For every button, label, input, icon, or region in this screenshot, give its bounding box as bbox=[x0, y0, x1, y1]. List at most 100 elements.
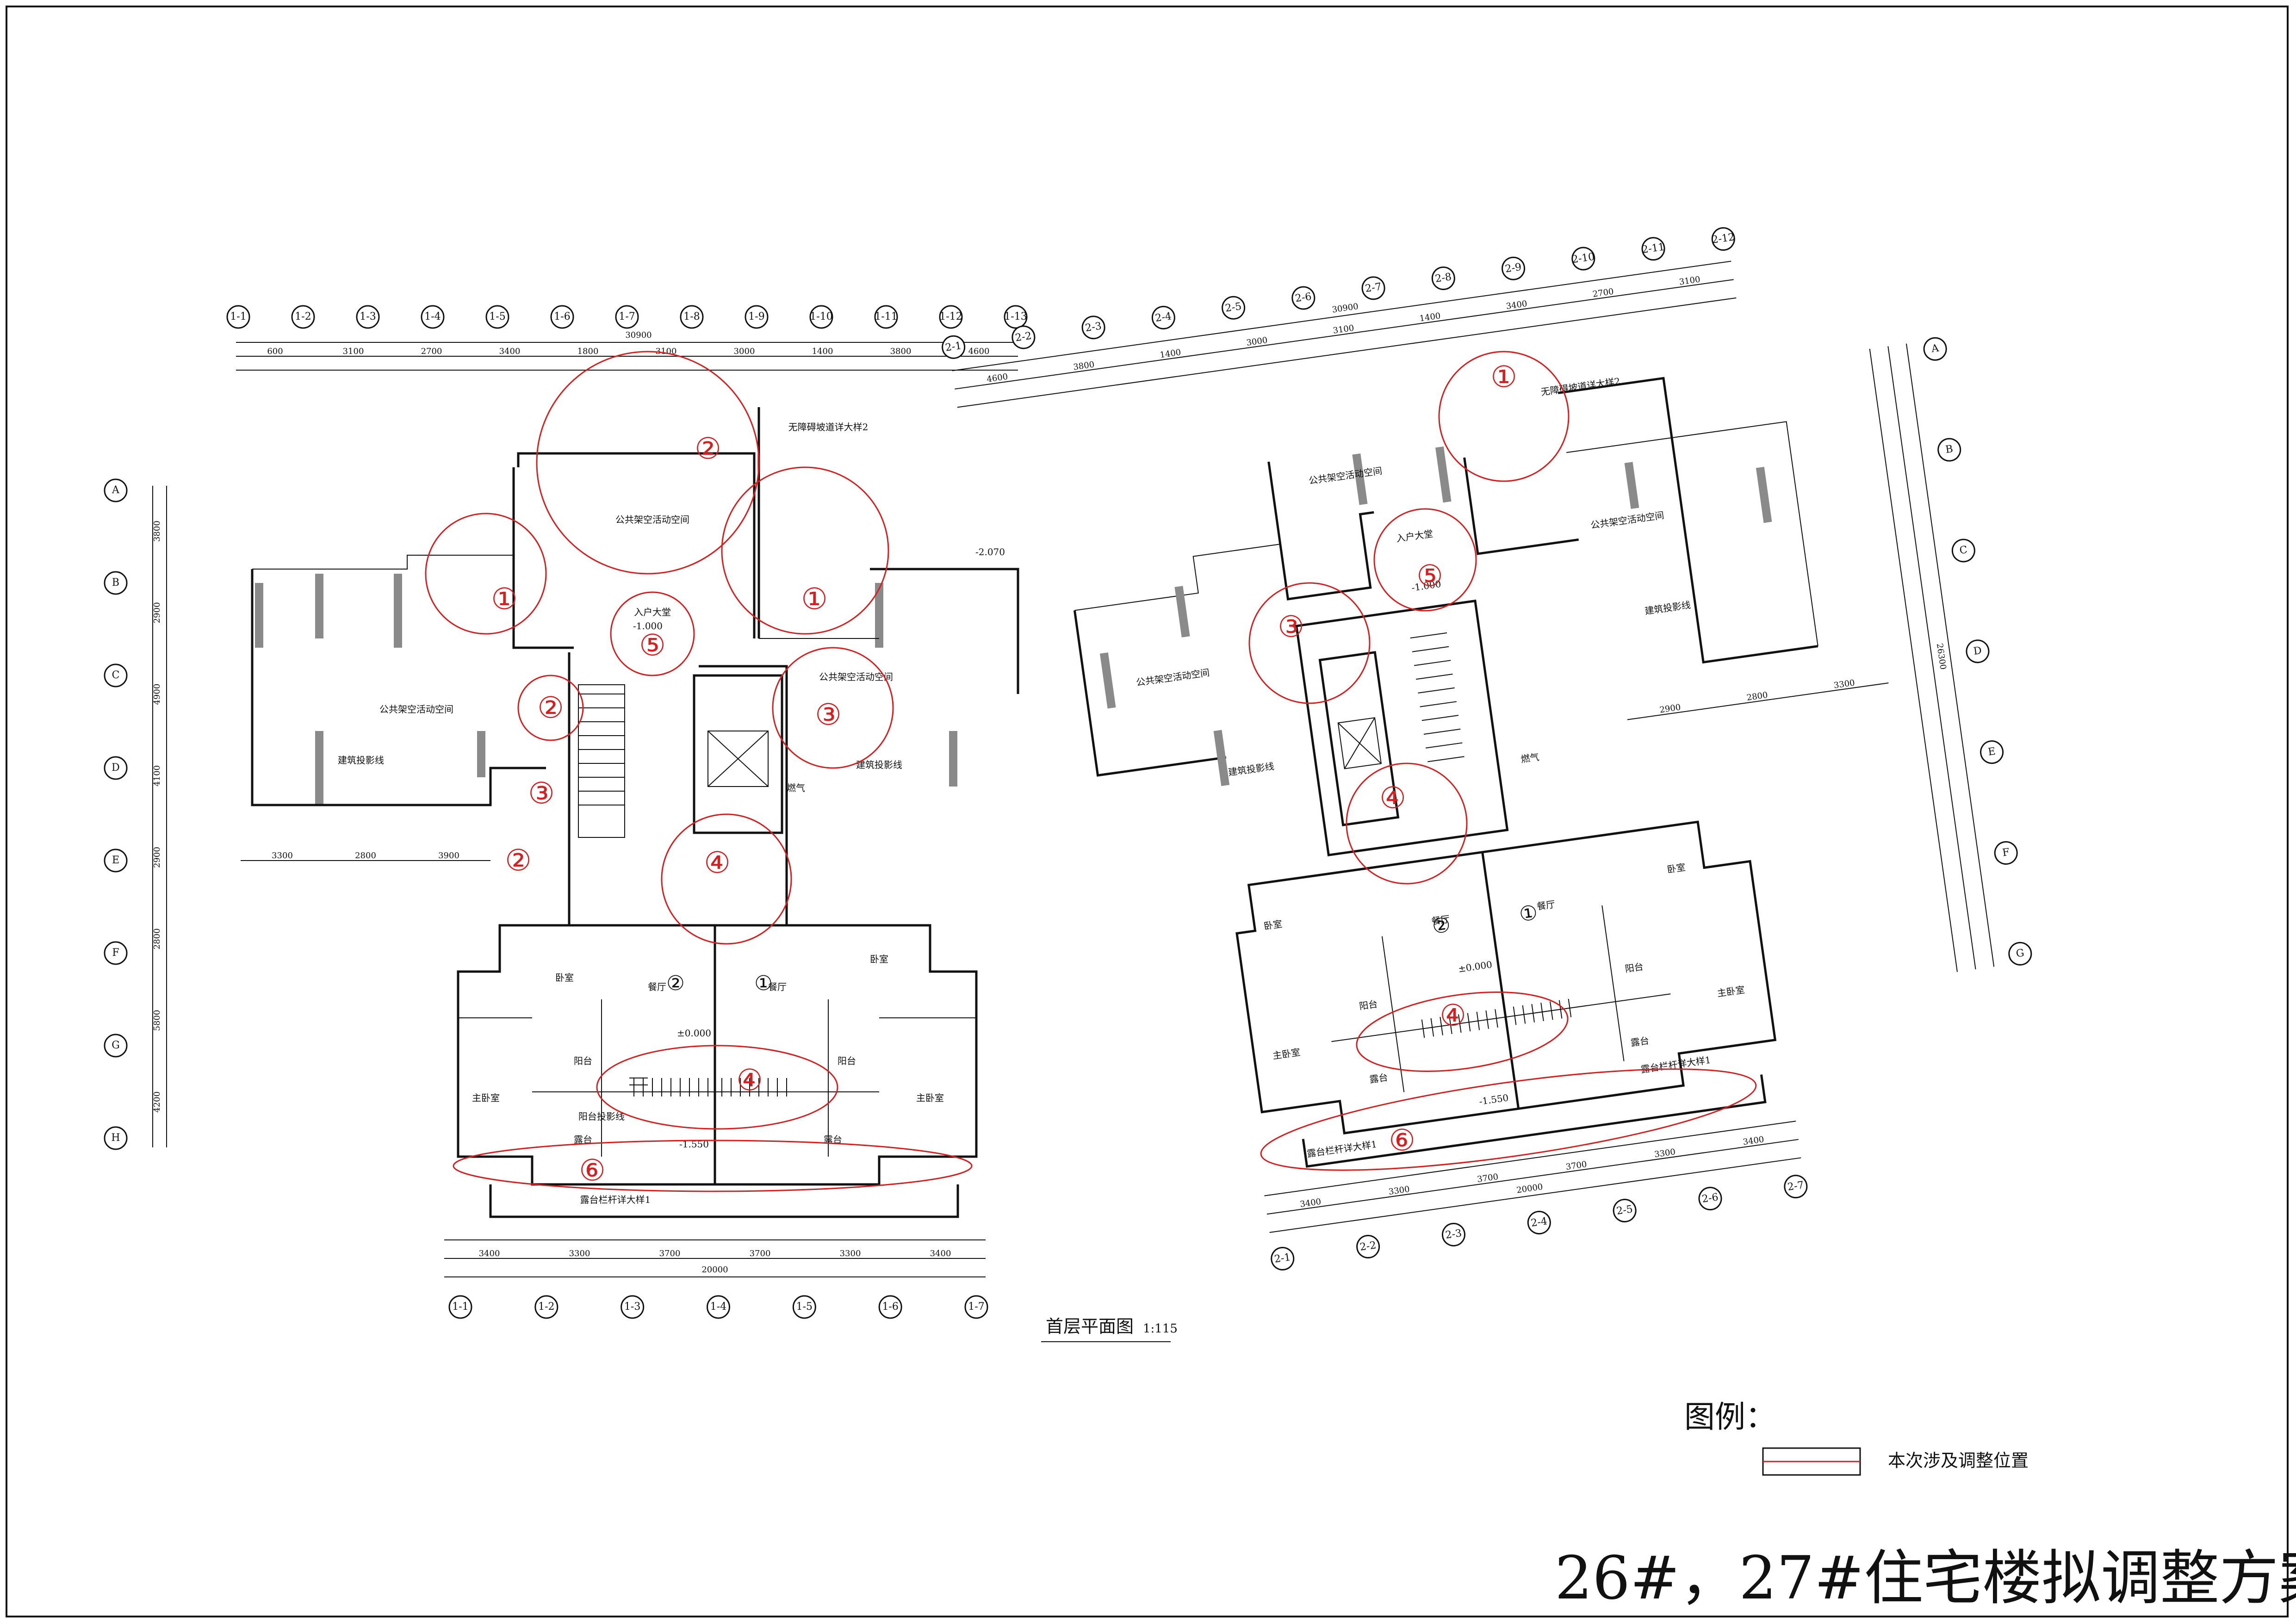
grid-bubble: G bbox=[104, 1034, 128, 1058]
grid-bubble-circle bbox=[621, 1295, 645, 1319]
left-balcony-a: 阳台 bbox=[574, 1055, 592, 1066]
grid-bubble-circle bbox=[1980, 740, 2004, 764]
left-ramp-note: 无障碍坡道详大样2 bbox=[788, 421, 869, 433]
grid-bubble-circle bbox=[939, 305, 963, 329]
grid-bubble-circle bbox=[104, 1034, 128, 1058]
grid-bubble-circle bbox=[1711, 227, 1735, 251]
grid-bubble-circle bbox=[1004, 305, 1028, 329]
grid-bubble-circle bbox=[707, 1295, 730, 1319]
grid-bubble-circle bbox=[1937, 438, 1961, 462]
left-marker-3-right: ③ bbox=[815, 698, 841, 732]
dim-value: 3700 bbox=[1565, 1159, 1588, 1172]
dim-value: 2900 bbox=[152, 602, 162, 623]
grid-bubble-label: 1-4 bbox=[424, 311, 441, 322]
grid-bubble: A bbox=[104, 478, 128, 502]
left-gas: 燃气 bbox=[787, 782, 805, 793]
grid-bubble: 1-9 bbox=[745, 305, 769, 329]
dim-value: 1800 bbox=[577, 347, 599, 356]
grid-bubble: 2-5 bbox=[1222, 296, 1246, 320]
grid-bubble-label: 2-7 bbox=[1787, 1179, 1805, 1193]
grid-bubble-label: C bbox=[112, 669, 120, 681]
grid-bubble-circle bbox=[1361, 276, 1385, 300]
dim-value: 2900 bbox=[152, 847, 162, 868]
grid-bubble-circle bbox=[615, 305, 639, 329]
grid-bubble-circle bbox=[680, 305, 704, 329]
grid-bubble-circle bbox=[809, 305, 833, 329]
dim-value: 2800 bbox=[355, 851, 376, 861]
right-terrace-b: 露台 bbox=[1630, 1035, 1650, 1048]
right-dining-b: 餐厅 bbox=[1536, 898, 1556, 912]
grid-bubble-circle bbox=[104, 571, 128, 595]
grid-bubble-label: 1-2 bbox=[295, 311, 311, 322]
right-marker-6: ⑥ bbox=[1389, 1124, 1415, 1158]
left-bedroom-a: 卧室 bbox=[555, 972, 574, 983]
grid-bubble-circle bbox=[1966, 639, 1990, 663]
right-railing-note-2: 露台栏杆详大样1 bbox=[1640, 1054, 1712, 1075]
dim-value: 3100 bbox=[1679, 274, 1701, 287]
grid-bubble-circle bbox=[1271, 1247, 1295, 1271]
grid-bubble-label: A bbox=[112, 484, 120, 496]
grid-bubble: 2-1 bbox=[942, 335, 966, 359]
grid-bubble-label: 2-5 bbox=[1616, 1203, 1634, 1217]
dim-value: 3900 bbox=[438, 851, 459, 861]
right-marker-ellipse-4 bbox=[1356, 991, 1569, 1072]
dim-value: 1400 bbox=[812, 347, 833, 356]
left-marker-ellipse-4-bottom bbox=[596, 1045, 838, 1130]
grid-bubble-circle bbox=[1641, 237, 1665, 261]
right-marker-3: ③ bbox=[1278, 610, 1304, 644]
left-public-space-label: 公共架空活动空间 bbox=[615, 514, 689, 525]
grid-bubble: 1-4 bbox=[421, 305, 445, 329]
grid-bubble: A bbox=[1923, 337, 1947, 361]
grid-bubble-label: G bbox=[112, 1040, 120, 1051]
left-marker-5: ⑤ bbox=[639, 629, 665, 663]
dim-value: 3100 bbox=[1332, 323, 1354, 336]
grid-bubble-label: B bbox=[1945, 443, 1954, 456]
grid-bubble: 1-2 bbox=[534, 1295, 558, 1319]
left-marker-circle-1-right bbox=[721, 466, 889, 635]
grid-bubble: F bbox=[1994, 841, 2018, 865]
grid-bubble-label: G bbox=[2015, 947, 2025, 960]
grid-bubble: F bbox=[104, 941, 128, 965]
grid-bubble: 2-2 bbox=[1356, 1235, 1380, 1259]
grid-bubble: B bbox=[104, 571, 128, 595]
right-bedroom-a: 卧室 bbox=[1263, 918, 1283, 932]
grid-bubble-label: 1-5 bbox=[489, 311, 505, 322]
dim-value: 3700 bbox=[659, 1249, 681, 1258]
left-unit-stair bbox=[633, 1078, 787, 1096]
grid-bubble: D bbox=[1966, 639, 1990, 663]
grid-bubble: 2-3 bbox=[1081, 316, 1105, 340]
grid-bubble-circle bbox=[2008, 942, 2032, 966]
grid-bubble-circle bbox=[226, 305, 250, 329]
left-dining-a: 餐厅 bbox=[648, 981, 666, 992]
grid-bubble-circle bbox=[421, 305, 445, 329]
grid-bubble-label: F bbox=[112, 947, 119, 959]
grid-bubble-label: 2-9 bbox=[1504, 261, 1522, 275]
grid-bubble-circle bbox=[1527, 1211, 1551, 1235]
grid-bubble-label: D bbox=[1973, 645, 1982, 657]
left-marker-circle-2-mid bbox=[517, 675, 584, 741]
dim-value: 3800 bbox=[890, 347, 912, 356]
left-projection-line-2: 建筑投影线 bbox=[856, 759, 902, 770]
right-projection-line-2: 建筑投影线 bbox=[1644, 599, 1691, 617]
left-balcony-b: 阳台 bbox=[838, 1055, 856, 1066]
grid-bubble-label: 1-2 bbox=[538, 1301, 554, 1313]
grid-bubble-label: F bbox=[2002, 847, 2011, 859]
grid-bubble-circle bbox=[104, 849, 128, 873]
grid-bubble: B bbox=[1937, 438, 1961, 462]
grid-bubble: D bbox=[104, 756, 128, 780]
right-side-total-dim: 26300 bbox=[1935, 643, 1948, 670]
dim-value: 3000 bbox=[734, 347, 755, 356]
left-marker-circle-1-left bbox=[425, 513, 547, 635]
dim-value: 4600 bbox=[968, 347, 990, 356]
grid-bubble-label: 2-7 bbox=[1365, 281, 1383, 295]
right-marker-4-bottom: ④ bbox=[1440, 999, 1466, 1033]
left-elev-2: -2.070 bbox=[975, 546, 1005, 558]
dim-value: 3700 bbox=[1477, 1172, 1499, 1184]
grid-bubble-circle bbox=[104, 663, 128, 688]
grid-bubble: 1-10 bbox=[809, 305, 833, 329]
